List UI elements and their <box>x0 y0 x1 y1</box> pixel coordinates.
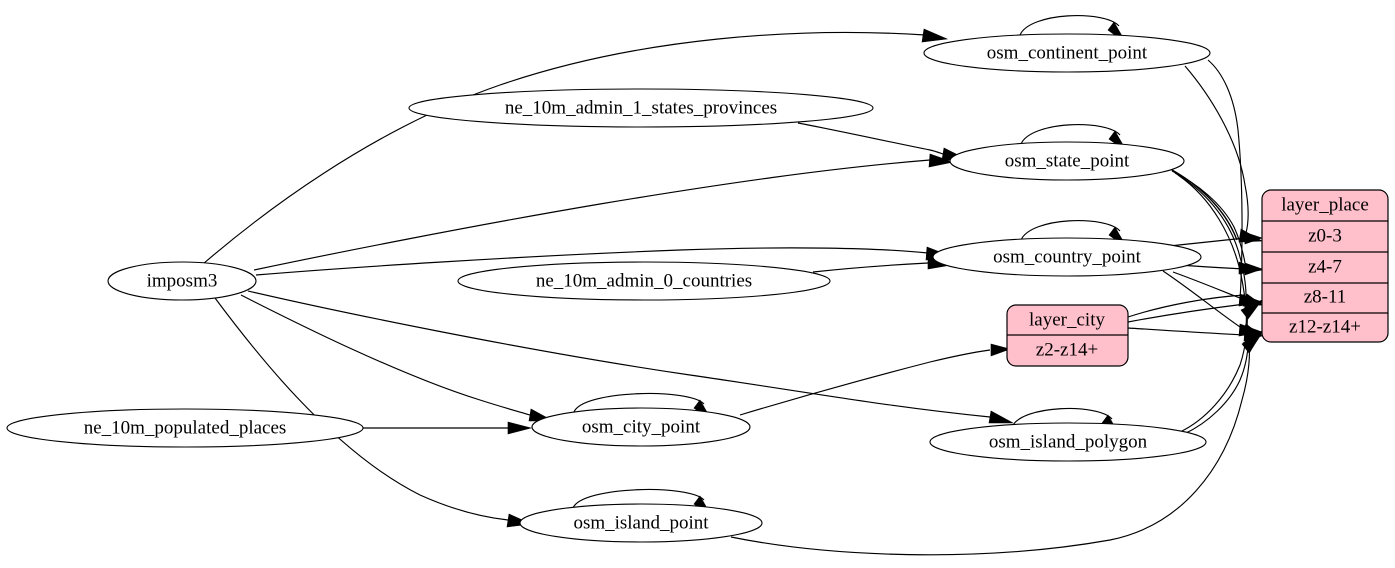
edge-imposm3-to-osm-continent-point <box>202 28 949 265</box>
node-osm-city-point[interactable]: osm_city_point <box>531 407 751 447</box>
edge-imposm3-to-osm-island-polygon <box>247 290 1014 424</box>
edge-osm-island-polygon-to-layer-place-z8-11 <box>1179 299 1263 433</box>
edge-osm-country-point-to-layer-place-z0-3 <box>1159 231 1263 248</box>
edge-osm-country-point-to-layer-place-z4-7 <box>1179 262 1263 276</box>
edge-imposm3-to-osm-city-point <box>240 294 554 422</box>
edge-osm-city-point-to-layer-city-z2-z14 <box>739 343 1011 416</box>
node-osm-island-polygon[interactable]: osm_island_polygon <box>929 422 1207 462</box>
node-layer: imposm3 ne_10m_admin_1_states_provinces … <box>6 33 1389 543</box>
node-layer-place[interactable]: layer_place z0-3 z4-7 z8-11 z12-z14+ <box>1261 189 1389 343</box>
edge-ne-countries-to-osm-country-point <box>812 256 953 273</box>
node-osm-continent-point[interactable]: osm_continent_point <box>923 33 1211 73</box>
edge-bundle-layer-city-extra <box>1127 294 1246 318</box>
node-osm-country-point[interactable]: osm_country_point <box>932 237 1202 277</box>
edge-layer <box>202 15 1264 556</box>
node-ne-10m-admin-1-states-provinces[interactable]: ne_10m_admin_1_states_provinces <box>408 88 874 128</box>
edge-bundle-osm-state-point-extra <box>1166 166 1238 241</box>
edge-layer-city-to-layer-place-z12-z14 <box>1127 327 1263 342</box>
edge-ne-populated-to-osm-city-point <box>363 421 533 435</box>
node-osm-state-point[interactable]: osm_state_point <box>949 141 1185 181</box>
edge-imposm3-to-osm-state-point <box>253 153 955 271</box>
edge-bundle-continent-tail <box>1207 59 1243 301</box>
node-layer-city[interactable]: layer_city z2-z14+ <box>1006 304 1129 367</box>
edge-ne-states-to-osm-state-point <box>797 122 967 161</box>
edge-layer-city-to-layer-place-z8-11 <box>1127 297 1263 323</box>
node-ne-10m-populated-places[interactable]: ne_10m_populated_places <box>6 408 364 448</box>
node-osm-island-point[interactable]: osm_island_point <box>519 503 763 543</box>
node-imposm3[interactable]: imposm3 <box>107 261 257 301</box>
node-ne-10m-admin-0-countries[interactable]: ne_10m_admin_0_countries <box>457 261 831 301</box>
